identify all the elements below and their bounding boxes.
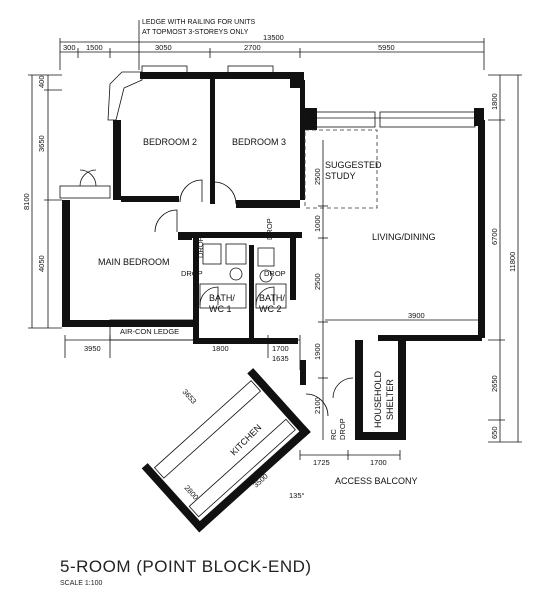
label-study-line1: SUGGESTED xyxy=(325,160,382,170)
label-bath-wc1-line1: BATH/ xyxy=(209,293,235,303)
drop-2: DROP xyxy=(264,269,286,278)
dim-left-4050: 4050 xyxy=(37,255,46,272)
label-bath-wc2-line1: BATH/ xyxy=(259,293,285,303)
note-line1: LEDGE WITH RAILING FOR UNITS xyxy=(142,19,256,26)
ledge-note: LEDGE WITH RAILING FOR UNITS AT TOPMOST … xyxy=(138,19,256,70)
rc-label: RC xyxy=(329,429,338,440)
drop-labels: DROP DROP DROP DROP DROP RC 135° xyxy=(181,218,347,500)
bath-fixtures xyxy=(199,243,287,309)
note-line2: AT TOPMOST 3-STOREYS ONLY xyxy=(142,29,249,36)
dim-b-1725: 1725 xyxy=(313,458,330,467)
dim-b-1800: 1800 xyxy=(212,344,229,353)
dimension-texts: 13500 300 1500 3050 2700 5950 400 3650 8… xyxy=(22,33,517,502)
dim-top-total: 13500 xyxy=(263,33,284,42)
dim-mid-2100: 2100 xyxy=(313,397,322,414)
drop-4: DROP xyxy=(196,236,205,258)
dim-mid-2500a: 2500 xyxy=(313,168,322,185)
drop-5: DROP xyxy=(338,418,347,440)
study-outline xyxy=(304,129,378,209)
dim-left-400: 400 xyxy=(37,75,46,88)
dim-b-1635: 1635 xyxy=(272,354,289,363)
label-bedroom-2: BEDROOM 2 xyxy=(143,137,197,147)
label-bedroom-3: BEDROOM 3 xyxy=(232,137,286,147)
dim-b-3900: 3900 xyxy=(408,311,425,320)
label-main-bedroom: MAIN BEDROOM xyxy=(98,257,170,267)
label-bath-wc2-line2: WC 2 xyxy=(259,304,282,314)
drop-3: DROP xyxy=(265,218,274,240)
scale-label: SCALE 1:100 xyxy=(60,580,103,587)
dim-mid-1900: 1900 xyxy=(313,343,322,360)
dim-left-3650: 3650 xyxy=(37,135,46,152)
dim-k-3653: 3653 xyxy=(181,387,199,405)
dim-b-3950: 3950 xyxy=(84,344,101,353)
label-household-shelter-2: SHELTER xyxy=(385,379,395,420)
label-access-balcony: ACCESS BALCONY xyxy=(335,476,418,486)
walls xyxy=(62,72,485,533)
dim-top-5950: 5950 xyxy=(378,43,395,52)
dim-right-650: 650 xyxy=(490,426,499,439)
label-living-dining: LIVING/DINING xyxy=(372,232,436,242)
dim-mid-2500b: 2500 xyxy=(313,273,322,290)
label-household-shelter-1: HOUSEHOLD xyxy=(373,370,383,428)
label-bath-wc1-line2: WC 1 xyxy=(209,304,232,314)
dim-right-1800: 1800 xyxy=(490,93,499,110)
dim-b-1700a: 1700 xyxy=(272,344,289,353)
dim-right-2650: 2650 xyxy=(490,375,499,392)
drop-1: DROP xyxy=(181,269,203,278)
angle-label: 135° xyxy=(289,491,305,500)
label-kitchen: KITCHEN xyxy=(228,422,263,457)
dim-right-6700: 6700 xyxy=(490,228,499,245)
label-study-line2: STUDY xyxy=(325,171,356,181)
dim-top-1500: 1500 xyxy=(86,43,103,52)
dimension-lines xyxy=(28,38,522,460)
dim-b-1700b: 1700 xyxy=(370,458,387,467)
windows xyxy=(59,65,476,341)
dim-top-2700: 2700 xyxy=(244,43,261,52)
label-aircon-ledge: AIR-CON LEDGE xyxy=(120,327,179,336)
dim-top-300: 300 xyxy=(63,43,76,52)
dim-top-3050: 3050 xyxy=(155,43,172,52)
dim-mid-1000: 1000 xyxy=(313,215,322,232)
plan-title: 5-ROOM (POINT BLOCK-END) xyxy=(60,557,312,576)
dim-right-11800: 11800 xyxy=(508,252,517,272)
dim-left-8100: 8100 xyxy=(22,193,31,210)
